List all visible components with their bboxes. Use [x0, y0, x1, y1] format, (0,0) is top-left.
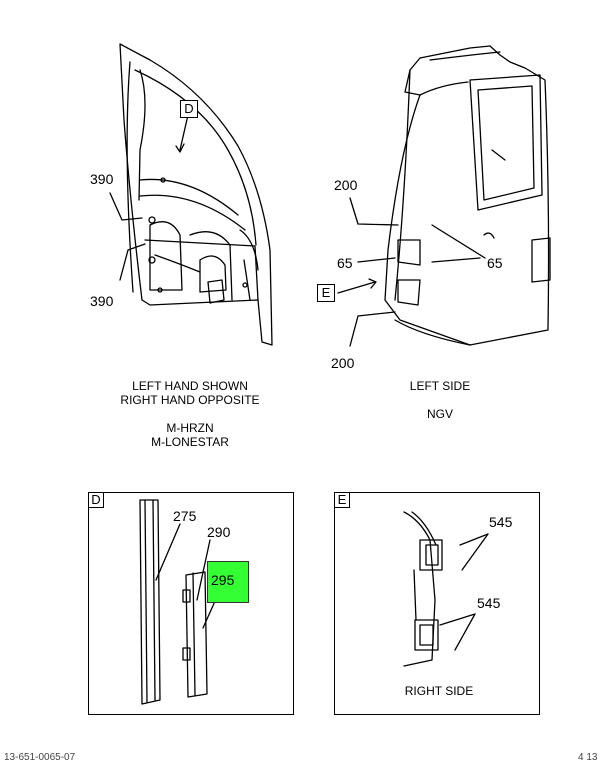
callout-200-bottom: 200 — [331, 355, 355, 371]
callout-275: 275 — [173, 508, 197, 524]
view-d-arrow — [179, 114, 189, 151]
view-d-arrow-head — [175, 143, 185, 153]
caption-right-hand: RIGHT HAND OPPOSITE — [120, 393, 260, 407]
callout-200-top: 200 — [334, 177, 358, 193]
weatherstrip-drawing — [139, 499, 208, 705]
callout-65-right: 65 — [487, 255, 503, 271]
caption-left-hand: LEFT HAND SHOWN — [132, 379, 248, 393]
highlight-295 — [207, 561, 249, 603]
door-drawing — [384, 45, 551, 346]
caption-left-side: LEFT SIDE — [409, 379, 471, 393]
detail-e-letter: E — [334, 492, 350, 508]
model-lonestar: M-LONESTAR — [151, 435, 229, 449]
callout-290: 290 — [207, 524, 231, 540]
view-d-box: D — [180, 100, 198, 118]
caption-right-side: RIGHT SIDE — [404, 684, 474, 698]
callout-295: 295 — [211, 572, 235, 588]
footer-page: 4 13 — [578, 752, 598, 763]
door-frame-drawing — [119, 43, 273, 346]
caption-ngv: NGV — [426, 407, 453, 421]
callout-390-top: 390 — [90, 171, 114, 187]
view-e-box: E — [317, 284, 335, 302]
detail-e-panel — [334, 492, 540, 715]
callout-545-bottom: 545 — [477, 595, 501, 611]
footer-part-number: 13-651-0065-07 — [4, 752, 76, 763]
detail-d-letter: D — [88, 492, 104, 508]
callout-390-bottom: 390 — [90, 293, 114, 309]
callout-545-top: 545 — [489, 514, 513, 530]
callout-65-left: 65 — [337, 255, 353, 271]
model-hrzn: M-HRZN — [166, 421, 214, 435]
detail-d-panel — [88, 492, 294, 715]
hinge-drawing — [403, 511, 443, 667]
